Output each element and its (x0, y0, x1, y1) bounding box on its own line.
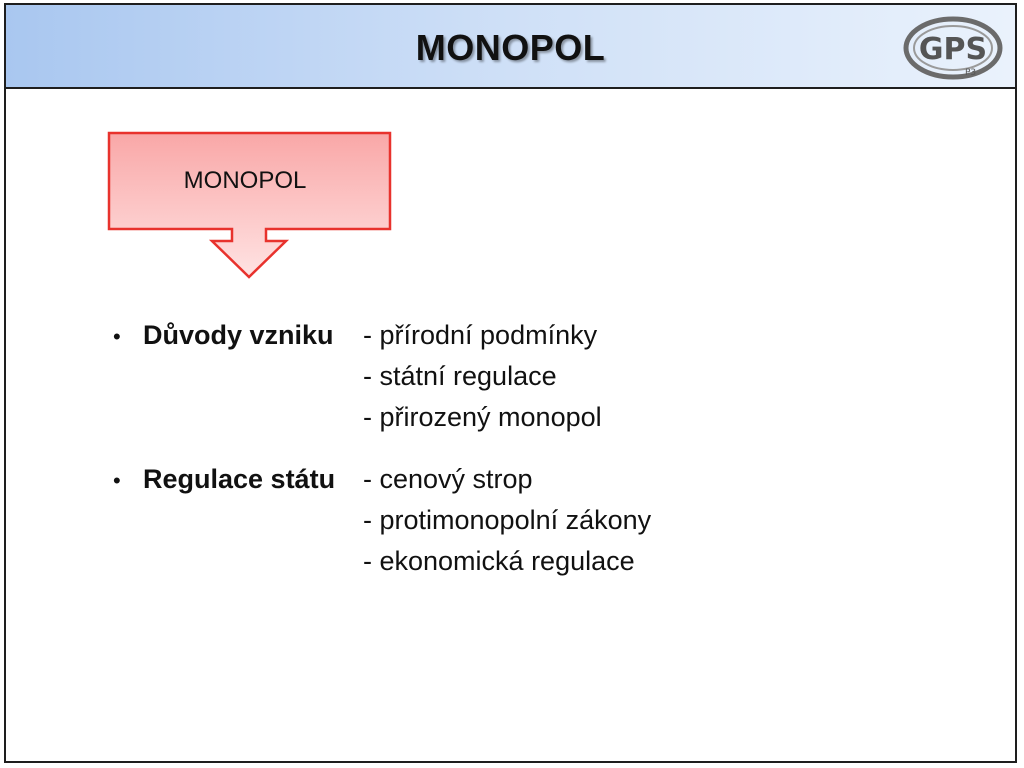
logo-text: GPS (919, 32, 987, 67)
section-item: - protimonopolní zákony (363, 505, 652, 535)
section-item: - ekonomická regulace (363, 546, 635, 576)
bullet-icon: • (113, 468, 121, 493)
section-duvody-vzniku: • Důvody vzniku - přírodní podmínky - st… (113, 320, 651, 443)
section-item: - cenový strop (363, 464, 533, 494)
list-item: - státní regulace (113, 361, 651, 402)
gps-logo-icon: GPS P3 (903, 16, 1003, 80)
callout-arrow-shape (107, 131, 392, 279)
header-bar: MONOPOL GPS P3 (6, 5, 1015, 89)
section-item: - přírodní podmínky (363, 320, 598, 350)
bullet-icon: • (113, 324, 121, 349)
content-list: • Důvody vzniku - přírodní podmínky - st… (113, 320, 651, 608)
list-item: • Regulace státu - cenový strop (113, 464, 651, 505)
section-term: Důvody vzniku (143, 320, 334, 350)
slide: MONOPOL GPS P3 (4, 3, 1017, 763)
list-item: - protimonopolní zákony (113, 505, 651, 546)
section-item: - státní regulace (363, 361, 557, 391)
callout-label: MONOPOL (183, 167, 307, 194)
section-regulace-statu: • Regulace státu - cenový strop - protim… (113, 464, 651, 587)
monopol-callout: MONOPOL (104, 127, 394, 279)
section-term: Regulace státu (143, 464, 336, 494)
list-item: - přirozený monopol (113, 402, 651, 443)
section-item: - přirozený monopol (363, 402, 602, 432)
list-item: • Důvody vzniku - přírodní podmínky (113, 320, 651, 361)
page-title: MONOPOL (415, 27, 606, 68)
list-item: - ekonomická regulace (113, 546, 651, 587)
logo-subscript: P3 (965, 68, 976, 78)
